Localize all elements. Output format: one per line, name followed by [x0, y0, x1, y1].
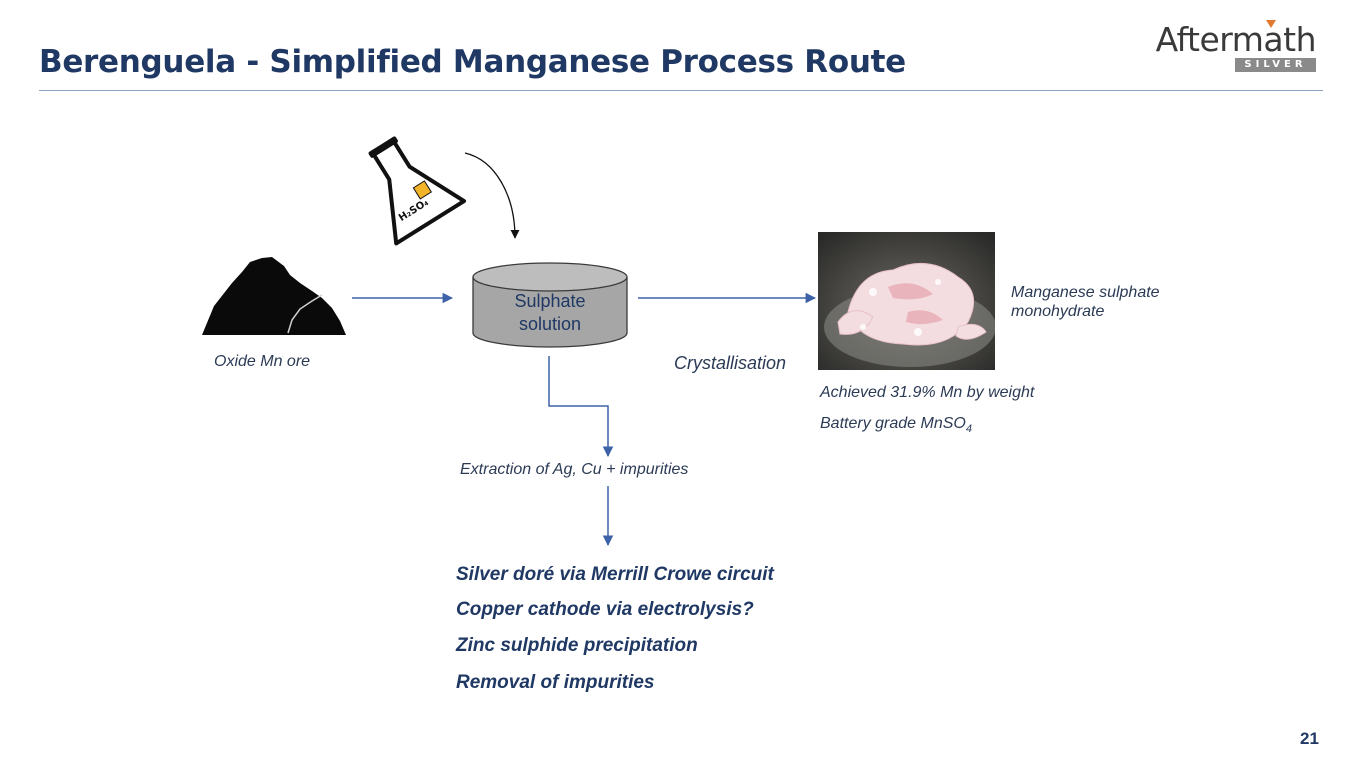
page-number: 21: [1300, 729, 1319, 748]
grade-achievement-text: Achieved 31.9% Mn by weight: [820, 384, 1035, 401]
outcome-item: Removal of impurities: [456, 672, 655, 693]
extraction-label: Extraction of Ag, Cu + impurities: [460, 461, 689, 478]
acid-flask-icon: H₂SO₄: [368, 136, 467, 246]
sulphate-solution-tank: [472, 262, 628, 348]
product-label: Manganese sulphate monohydrate: [1011, 283, 1160, 321]
product-label-line2: monohydrate: [1011, 303, 1105, 320]
tank-label-line1: Sulphate: [514, 291, 586, 311]
slide-title: Berenguela - Simplified Manganese Proces…: [39, 44, 906, 80]
logo-accent-icon: [1266, 20, 1276, 28]
title-divider: [39, 90, 1323, 91]
manganese-sulphate-photo: [818, 232, 995, 370]
tank-label: Sulphate solution: [473, 290, 627, 336]
battery-grade-subscript: 4: [965, 423, 972, 436]
battery-grade-prefix: Battery grade MnSO: [820, 415, 966, 432]
ore-label: Oxide Mn ore: [214, 353, 311, 370]
battery-grade-text: Battery grade MnSO4: [820, 415, 972, 435]
tank-label-line2: solution: [518, 314, 582, 334]
product-label-line1: Manganese sulphate: [1011, 284, 1160, 301]
company-logo: Aftermath SILVER: [1150, 20, 1320, 76]
reagent-addition-arrow: [464, 152, 520, 239]
ore-pile-icon: [202, 257, 346, 335]
outcome-item: Silver doré via Merrill Crowe circuit: [456, 564, 774, 585]
logo-wordmark: Aftermath: [1155, 20, 1317, 59]
outcome-item: Copper cathode via electrolysis?: [456, 599, 754, 620]
logo-subtitle: SILVER: [1235, 58, 1316, 72]
outcome-item: Zinc sulphide precipitation: [456, 635, 698, 656]
crystallisation-label: Crystallisation: [674, 353, 787, 373]
tank-to-extraction-arrow: [548, 356, 614, 458]
